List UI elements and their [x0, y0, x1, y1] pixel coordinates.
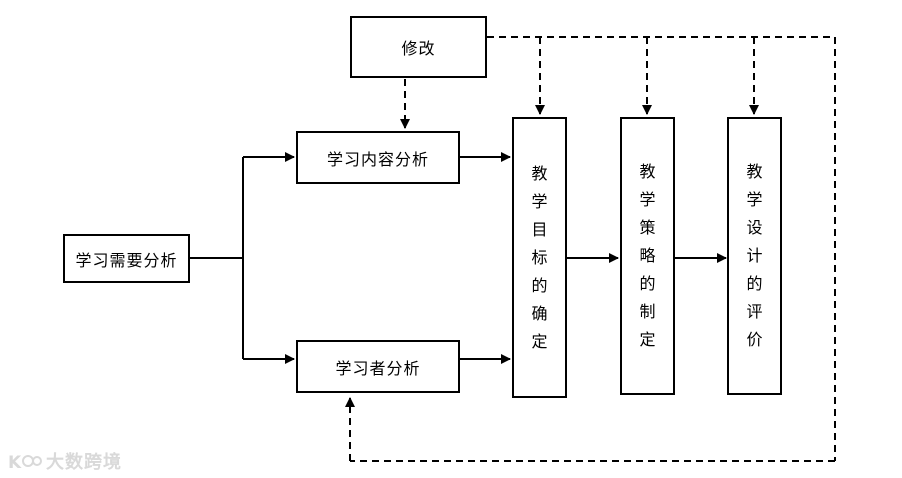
objectives-char: 确 [531, 303, 548, 323]
needs-analysis-label: 学习需要分析 [75, 250, 178, 270]
objectives-char: 教 [531, 163, 548, 183]
evaluation-label: 教 学 设 计 的 评 价 [746, 158, 762, 354]
objectives-char: 目 [531, 219, 548, 239]
revise-box: 修改 [350, 16, 487, 78]
strategy-char: 略 [639, 246, 656, 265]
content-analysis-label: 学习内容分析 [326, 149, 429, 169]
objectives-box: 教 学 目 标 的 确 定 [512, 117, 567, 398]
feedback-loop [345, 36, 836, 462]
objectives-label: 教 学 目 标 的 确 定 [531, 160, 547, 356]
needs-analysis-box: 学习需要分析 [63, 234, 190, 283]
strategy-label: 教 学 策 略 的 制 定 [639, 158, 655, 354]
learner-analysis-label: 学习者分析 [335, 358, 421, 378]
watermark-text: 大数跨境 [46, 452, 122, 473]
strategy-char: 教 [639, 162, 656, 181]
evaluation-char: 计 [746, 246, 763, 265]
strategy-char: 定 [639, 330, 656, 349]
evaluation-char: 学 [746, 190, 763, 209]
strategy-char: 制 [639, 302, 656, 321]
evaluation-char: 的 [746, 274, 763, 293]
objectives-char: 的 [531, 275, 548, 295]
objectives-char: 学 [531, 191, 548, 211]
strategy-char: 的 [639, 274, 656, 293]
evaluation-char: 教 [746, 162, 763, 181]
objectives-char: 标 [531, 247, 548, 267]
learner-analysis-box: 学习者分析 [296, 340, 460, 393]
content-analysis-box: 学习内容分析 [296, 131, 460, 184]
svg-text:K: K [8, 453, 22, 472]
objectives-char: 定 [531, 331, 548, 351]
strategy-char: 学 [639, 190, 656, 209]
revise-label: 修改 [401, 39, 436, 58]
strategy-box: 教 学 策 略 的 制 定 [620, 117, 675, 395]
strategy-char: 策 [639, 218, 656, 237]
evaluation-box: 教 学 设 计 的 评 价 [727, 117, 782, 395]
evaluation-char: 评 [746, 302, 763, 321]
watermark: K 大数跨境 [8, 448, 122, 474]
evaluation-char: 价 [746, 330, 763, 349]
evaluation-char: 设 [746, 218, 763, 237]
watermark-logo-icon: K [8, 453, 42, 472]
